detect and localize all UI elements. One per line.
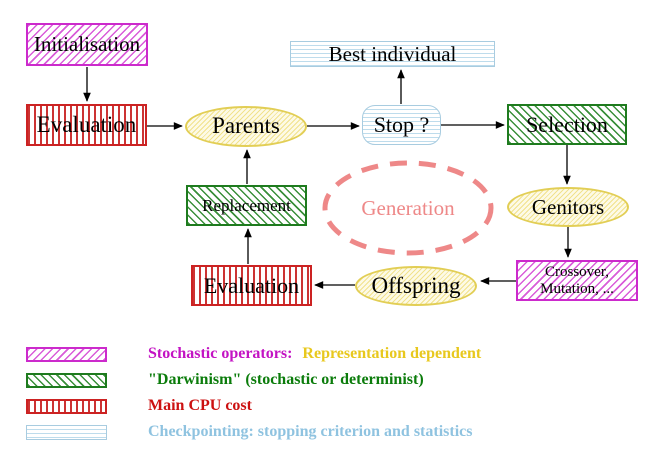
node-initialisation: Initialisation [26,23,148,66]
legend-label-stochastic: Stochastic operators: [148,345,293,362]
node-offspring: Offspring [355,266,477,306]
node-selection: Selection [507,104,627,145]
node-stop-label: Stop ? [373,112,430,138]
node-selection-label: Selection [526,111,608,137]
node-evaluation-bottom: Evaluation [191,265,312,306]
legend-row-checkpointing: Checkpointing: stopping criterion and st… [26,423,473,440]
node-crossover-line1: Crossover, [545,263,609,280]
node-evaluation-top-label: Evaluation [36,111,137,137]
node-genitors-label: Genitors [531,194,605,219]
legend-label-cpu-cost: Main CPU cost [148,397,252,414]
node-parents-label: Parents [212,113,280,139]
legend-swatch-darwinism [26,372,107,388]
legend-row-darwinism: "Darwinism" (stochastic or determinist) [26,371,424,388]
legend-row-cpu-cost: Main CPU cost [26,397,252,414]
node-evaluation-top: Evaluation [26,104,147,146]
legend-swatch-checkpointing [26,424,107,440]
node-crossover-line2: Mutation, ... [540,280,614,297]
generation-dashed-ellipse [322,160,494,256]
node-replacement: Replacement [186,185,307,226]
node-crossover-mutation: Crossover, Mutation, ... [516,260,638,301]
legend-label-representation: Representation dependent [302,345,482,362]
node-best-individual-label: Best individual [328,41,457,66]
legend-row-stochastic: Stochastic operators: Representation dep… [26,345,482,362]
node-initialisation-label: Initialisation [33,32,141,57]
node-stop: Stop ? [362,105,441,145]
node-evaluation-bottom-label: Evaluation [203,272,300,298]
node-offspring-label: Offspring [371,272,461,298]
legend-swatch-cpu-cost [26,398,107,414]
node-genitors: Genitors [507,187,629,227]
node-parents: Parents [185,106,307,147]
legend-label-darwinism: "Darwinism" (stochastic or determinist) [148,371,424,388]
legend-swatch-stochastic [26,346,107,362]
legend-label-checkpointing: Checkpointing: stopping criterion and st… [148,423,473,440]
node-best-individual: Best individual [290,41,495,67]
node-replacement-label: Replacement [202,195,291,215]
